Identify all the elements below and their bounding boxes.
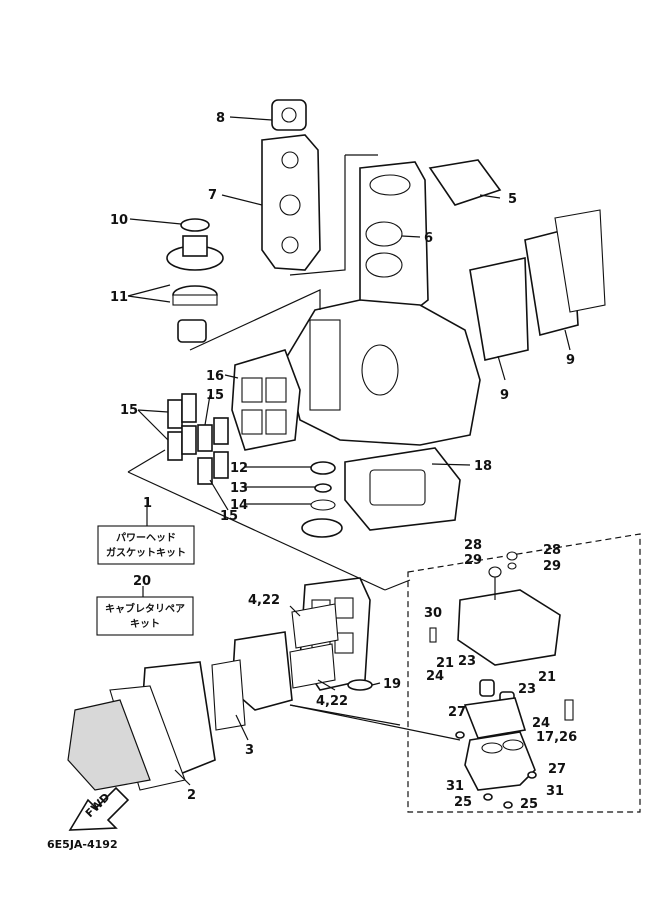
part-5-cover-plate [428, 159, 502, 206]
carb-detail-bowl [455, 731, 537, 809]
callout-11: 11 [110, 290, 128, 305]
part-2-silencer [67, 661, 216, 791]
part-3-intake-block [211, 631, 293, 731]
callout-21b: 21 [538, 670, 556, 685]
part-12-13-14-bearing [301, 461, 343, 538]
callout-28a: 28 [464, 538, 482, 553]
callout-20: 20 [133, 574, 151, 589]
callout-3: 3 [245, 743, 254, 758]
callout-23a: 23 [458, 654, 476, 669]
callout-15c: 15 [220, 509, 238, 524]
part-7-head-gasket [261, 134, 321, 271]
callout-27b: 27 [548, 762, 566, 777]
callout-6: 6 [424, 231, 433, 246]
kit-carburetor-line2: キット [130, 618, 160, 630]
callout-7: 7 [208, 188, 217, 203]
callout-29a: 29 [464, 553, 482, 568]
part-10-seal [180, 218, 210, 232]
callout-4-22-bottom: 4,22 [316, 694, 348, 709]
kit-box-power-head: パワーヘッド ガスケットキット [97, 498, 195, 565]
callout-1: 1 [143, 496, 152, 511]
callout-14: 14 [230, 498, 248, 513]
callout-2: 2 [187, 788, 196, 803]
part-6-cylinder-head [359, 161, 429, 319]
carb-detail-top [429, 551, 561, 666]
part-16-intake-manifold [231, 349, 301, 451]
callout-19: 19 [383, 677, 401, 692]
kit-power-head-line1: パワーヘッド [116, 532, 176, 544]
callout-12: 12 [230, 461, 248, 476]
callout-31a: 31 [446, 779, 464, 794]
part-9-exhaust-covers [469, 209, 606, 361]
callout-15b: 15 [206, 388, 224, 403]
callout-4-22-top: 4,22 [248, 593, 280, 608]
part-11-rings [172, 285, 218, 343]
kit-box-carburetor: キャブレタリペア キット [96, 586, 194, 636]
callout-17-26: 17,26 [536, 730, 577, 745]
part-15-reed-valves [167, 393, 229, 485]
callout-10: 10 [110, 213, 128, 228]
part-8-cover [271, 99, 307, 131]
part-4-22-gaskets [289, 603, 339, 689]
carb-detail-floats [463, 679, 574, 739]
kit-power-head-line2: ガスケットキット [106, 546, 186, 559]
part-19-washer [347, 679, 373, 691]
callout-13: 13 [230, 481, 248, 496]
callout-29b: 29 [543, 559, 561, 574]
callout-24b: 24 [532, 716, 550, 731]
crankcase-block [284, 299, 481, 446]
callout-16: 16 [206, 369, 224, 384]
callout-21a: 21 [436, 656, 454, 671]
callout-15a: 15 [120, 403, 138, 418]
callout-24a: 24 [426, 669, 444, 684]
callout-25a: 25 [454, 795, 472, 810]
callout-23b: 23 [518, 682, 536, 697]
callout-9b: 9 [500, 388, 509, 403]
thermostat-housing [166, 235, 224, 271]
callout-30: 30 [424, 606, 442, 621]
callout-5: 5 [508, 192, 517, 207]
figure-code: 6E5JA-4192 [47, 838, 118, 851]
callout-28b: 28 [543, 543, 561, 558]
kit-carburetor-line1: キャブレタリペア [105, 602, 185, 615]
part-18-gasket-plate [344, 447, 461, 531]
callout-18: 18 [474, 459, 492, 474]
callout-27a: 27 [448, 705, 466, 720]
callout-25b: 25 [520, 797, 538, 812]
callout-31b: 31 [546, 784, 564, 799]
callout-9a: 9 [566, 353, 575, 368]
fwd-arrow-icon: FWD [68, 786, 130, 831]
callout-8: 8 [216, 111, 225, 126]
